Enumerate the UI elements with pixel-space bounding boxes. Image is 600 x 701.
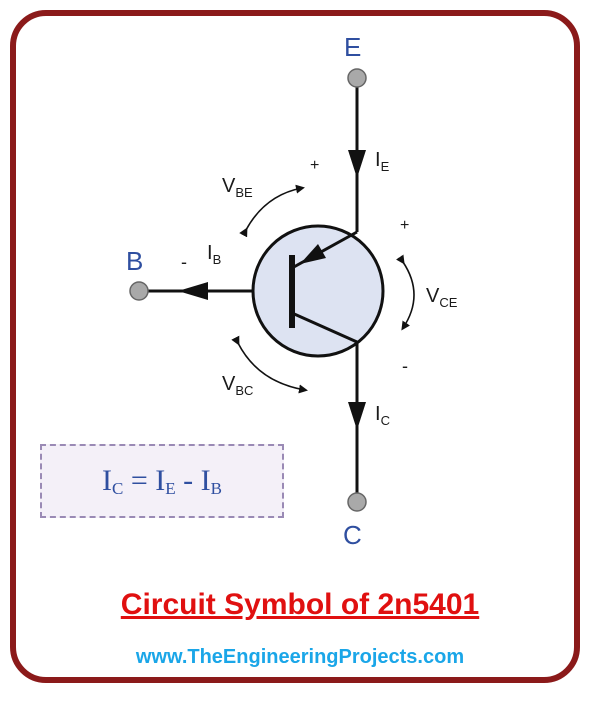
base-label: B [126, 246, 143, 276]
website-url[interactable]: www.TheEngineeringProjects.com [135, 646, 465, 668]
base-current-arrow [178, 282, 208, 300]
transistor-body [251, 224, 385, 358]
collector-label: C [343, 520, 362, 550]
formula-ib: IB [200, 463, 222, 498]
vbe-label: VBE [222, 175, 253, 200]
collector-current-label: IC [375, 403, 390, 428]
emitter-current-label: IE [375, 149, 390, 174]
current-formula: IC = IE - IB [42, 446, 282, 516]
vce-minus-sign: - [402, 356, 408, 376]
vbe-plus-sign: + [310, 157, 319, 174]
emitter-label: E [344, 32, 361, 62]
collector-terminal-dot [347, 492, 367, 512]
vbe-curve-arrow [239, 184, 305, 238]
base-minus-sign: - [181, 252, 187, 272]
base-terminal-dot [129, 281, 149, 301]
emitter-arrow-icon [300, 244, 326, 264]
formula-ic: IC [102, 463, 124, 498]
vbc-label: VBC [222, 373, 253, 398]
vce-curve-arrow [395, 254, 415, 331]
formula-equals: = [123, 464, 156, 497]
vce-plus-sign: + [400, 217, 409, 234]
vbc-curve-arrow [231, 335, 308, 394]
vce-label: VCE [426, 285, 458, 310]
base-current-label: IB [207, 242, 221, 267]
emitter-terminal-dot [347, 68, 367, 88]
current-formula-box: IC = IE - IB [40, 444, 284, 518]
emitter-current-arrow [348, 150, 366, 178]
diagram-title: Circuit Symbol of 2n5401 [120, 588, 480, 621]
formula-ie: IE [155, 463, 176, 498]
formula-minus: - [175, 464, 201, 497]
collector-lead [291, 311, 358, 344]
collector-current-arrow [348, 402, 366, 430]
